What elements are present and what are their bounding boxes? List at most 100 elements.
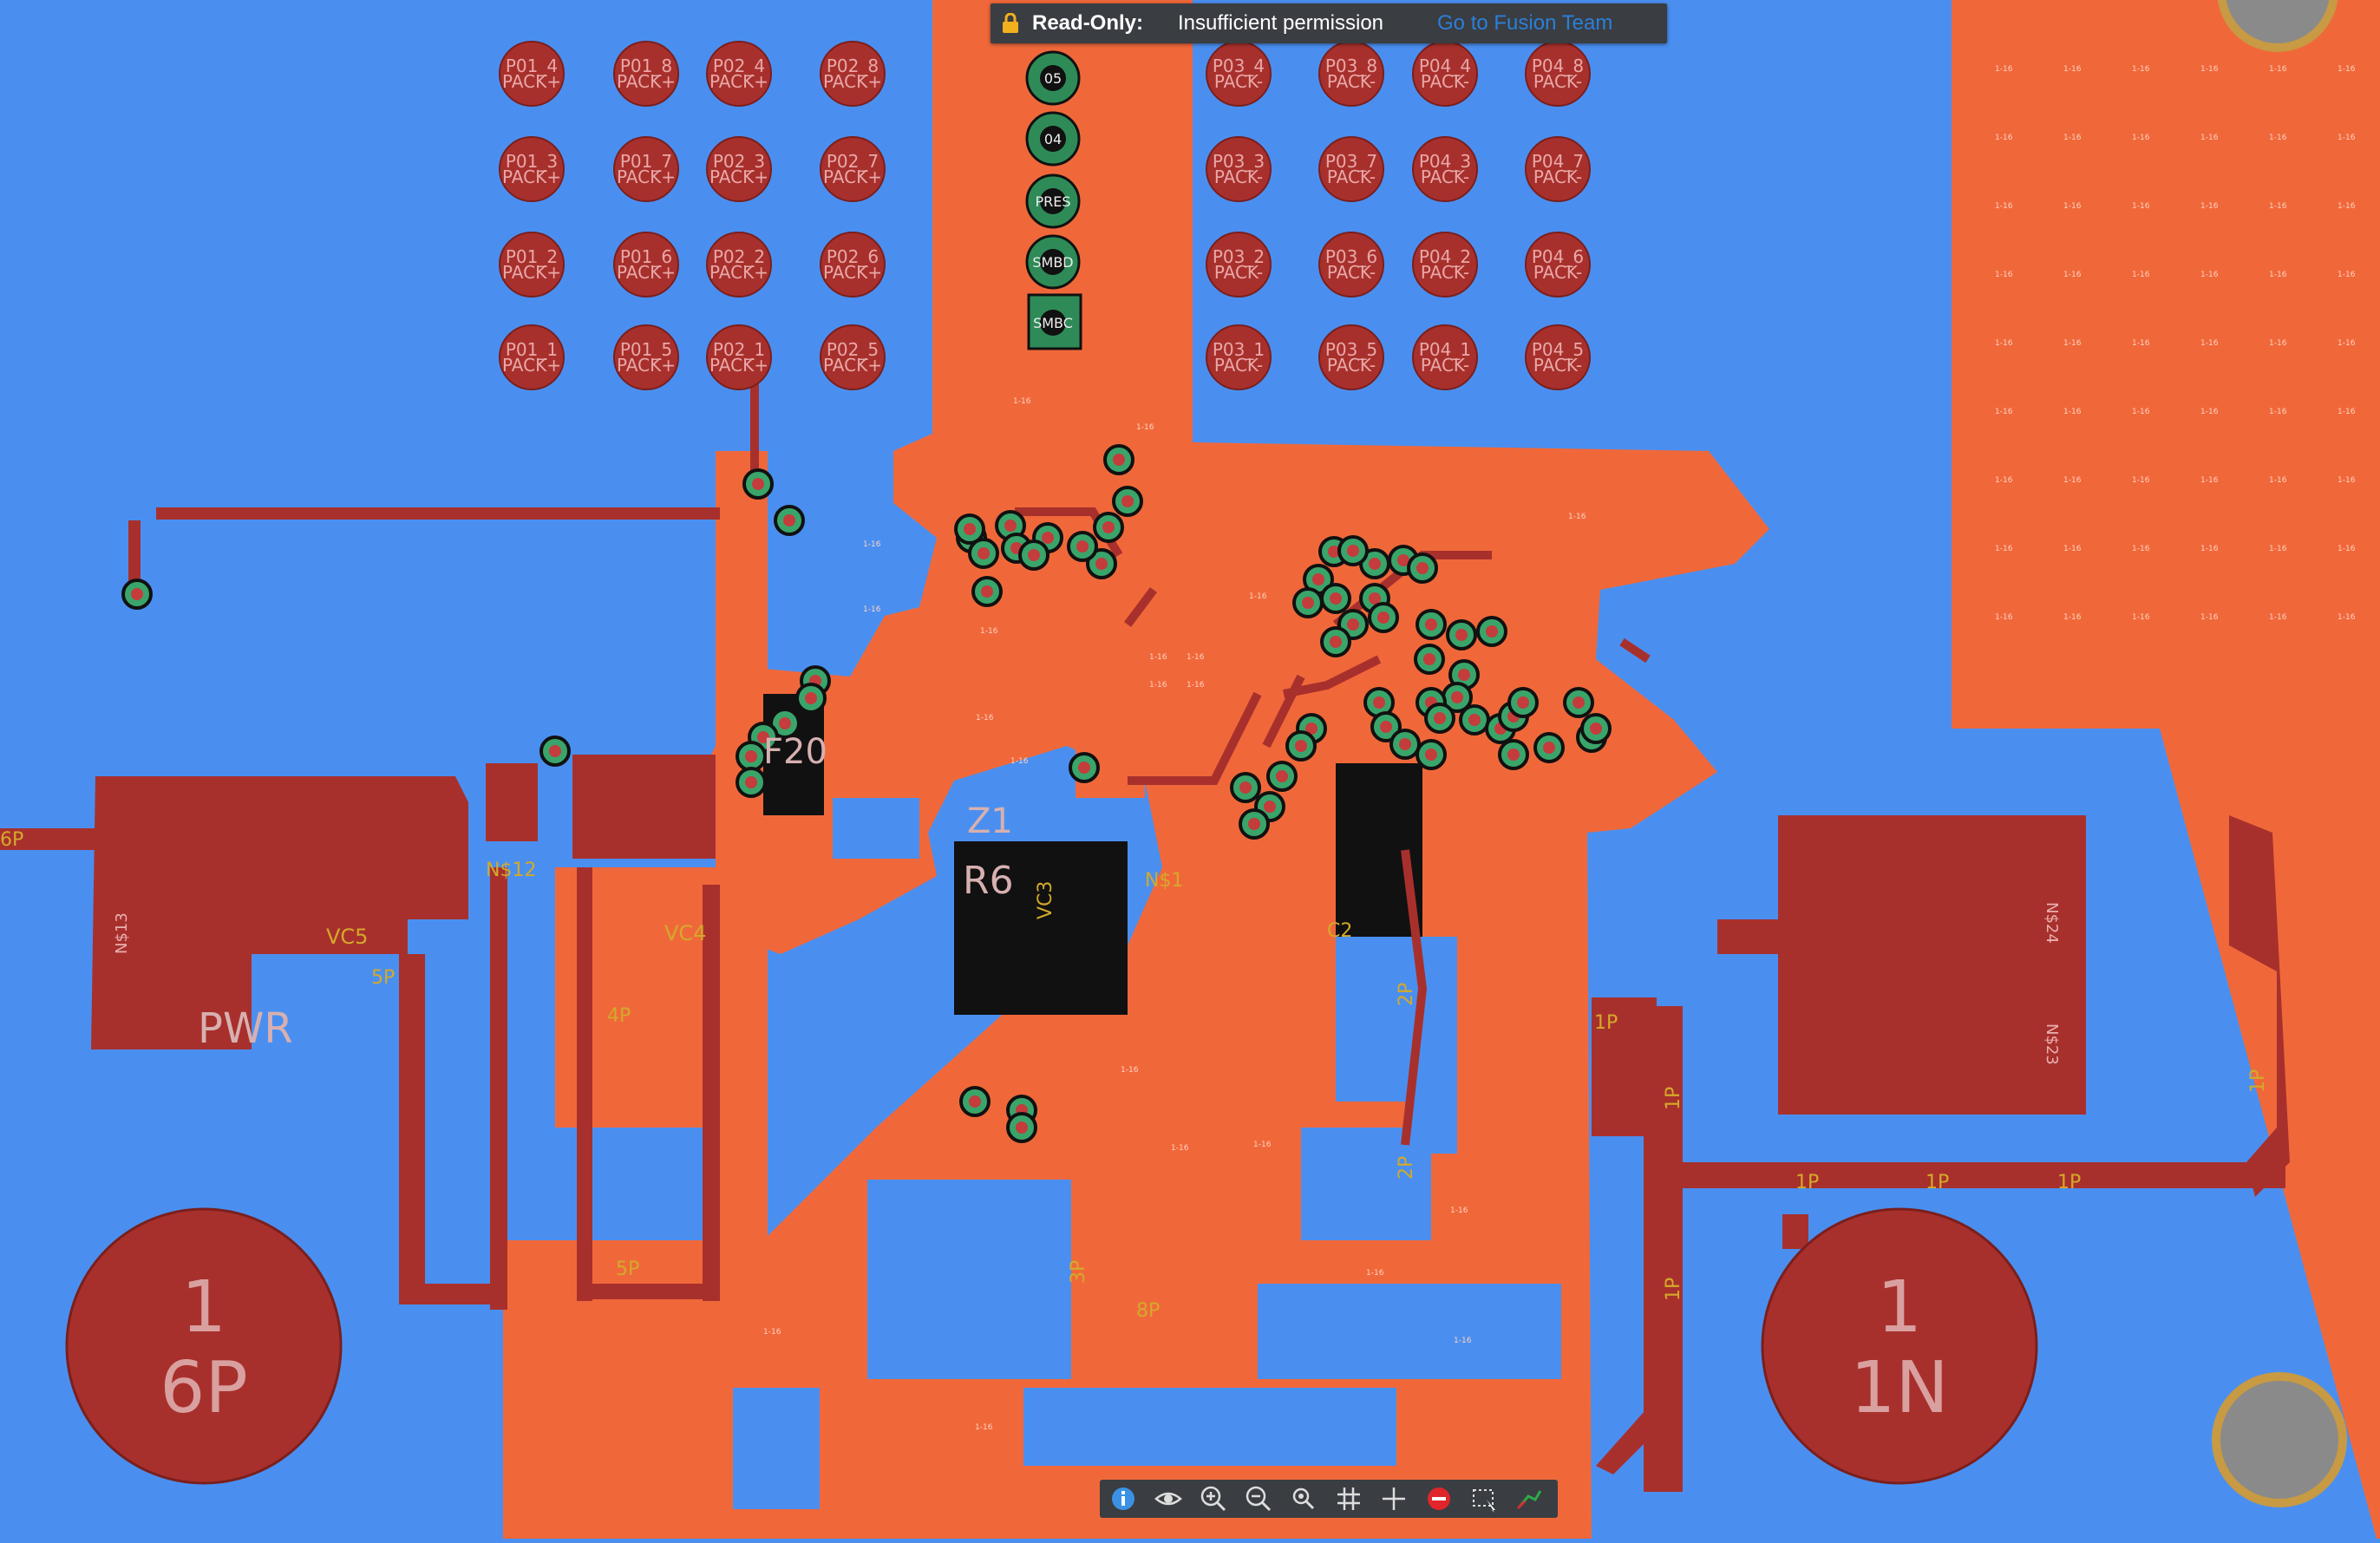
info-icon[interactable]: [1105, 1481, 1141, 1516]
eye-icon[interactable]: [1150, 1481, 1187, 1516]
net-tag: 1-16: [2269, 476, 2287, 485]
pin-label: 05: [1044, 70, 1062, 87]
via: [1459, 704, 1490, 736]
via: [1424, 703, 1455, 734]
select-icon[interactable]: [1466, 1481, 1502, 1516]
net-tag: 1-16: [2269, 65, 2287, 74]
pad-name: P04_8: [1532, 56, 1584, 76]
pad-name: P03_7: [1325, 151, 1377, 172]
via: [1018, 539, 1049, 571]
net-tag: 1-16: [2063, 271, 2082, 279]
header-pin[interactable]: 05: [1025, 50, 1081, 106]
pin-label: 04: [1044, 131, 1062, 147]
header-pin[interactable]: SMBC: [1027, 293, 1082, 350]
silk-vc3: VC3: [1035, 881, 1056, 919]
zoom-out-icon[interactable]: [1240, 1481, 1277, 1516]
pin-label: SMBC: [1033, 315, 1073, 331]
via: [1069, 752, 1100, 783]
header-pin[interactable]: 04: [1025, 111, 1081, 167]
via: [1416, 609, 1447, 640]
silk-1p-a: 1P: [1594, 1012, 1618, 1034]
header-pin[interactable]: SMBD: [1025, 234, 1081, 290]
via: [971, 576, 1003, 607]
net-tag: 1-16: [1450, 1206, 1468, 1215]
via: [1006, 1112, 1037, 1143]
via: [121, 579, 153, 610]
via: [1320, 583, 1351, 614]
net-tag: 1-16: [1454, 1337, 1472, 1345]
via: [1370, 711, 1402, 742]
net-tag: 1-16: [2269, 202, 2287, 211]
stop-icon[interactable]: [1421, 1481, 1457, 1516]
header-pin[interactable]: PRES: [1025, 173, 1081, 229]
zoom-fit-icon[interactable]: [1285, 1481, 1322, 1516]
net-tag: 1-16: [2338, 134, 2356, 142]
silk-left-edge: 6P: [0, 829, 23, 851]
zoom-in-icon[interactable]: [1195, 1481, 1232, 1516]
net-tag: 1-16: [2200, 202, 2219, 211]
grid-icon[interactable]: [1331, 1481, 1367, 1516]
silk-vc4: VC4: [664, 921, 706, 945]
net-tag: 1-16: [1249, 592, 1267, 601]
pin-label: SMBD: [1032, 254, 1073, 271]
pad-net: PACK+: [502, 262, 561, 283]
pack-minus-pads: P03_4PACK-P03_8PACK-P04_4PACK-P04_8PACK-…: [1206, 41, 1591, 390]
net-tag: 1-16: [2063, 545, 2082, 553]
big-pad-left: 1 6P: [65, 1207, 343, 1485]
pad-net: PACK+: [823, 355, 882, 376]
net-tag: 1-16: [2269, 408, 2287, 416]
net-tag: 1-16: [2200, 613, 2219, 622]
pad-name: P03_4: [1213, 56, 1265, 76]
big-pad-left-net: 6P: [160, 1347, 248, 1429]
fusion-team-link[interactable]: Go to Fusion Team: [1437, 11, 1613, 35]
net-tag: 1-16: [2063, 202, 2082, 211]
net-tag: 1-16: [2338, 271, 2356, 279]
pad-net: PACK+: [617, 71, 676, 92]
pad-net: PACK-: [1421, 167, 1469, 187]
silk-z1: Z1: [967, 801, 1013, 841]
route-icon[interactable]: [1511, 1481, 1547, 1516]
pad-name: P03_8: [1325, 56, 1377, 76]
crosshair-icon[interactable]: [1376, 1481, 1412, 1516]
net-tag: 1-16: [2200, 545, 2219, 553]
net-tag: 1-16: [1366, 1269, 1384, 1278]
net-tag: 1-16: [1995, 134, 2013, 142]
net-tag: 1-16: [2200, 408, 2219, 416]
net-tag: 1-16: [1995, 476, 2013, 485]
pad-net: PACK+: [709, 262, 768, 283]
